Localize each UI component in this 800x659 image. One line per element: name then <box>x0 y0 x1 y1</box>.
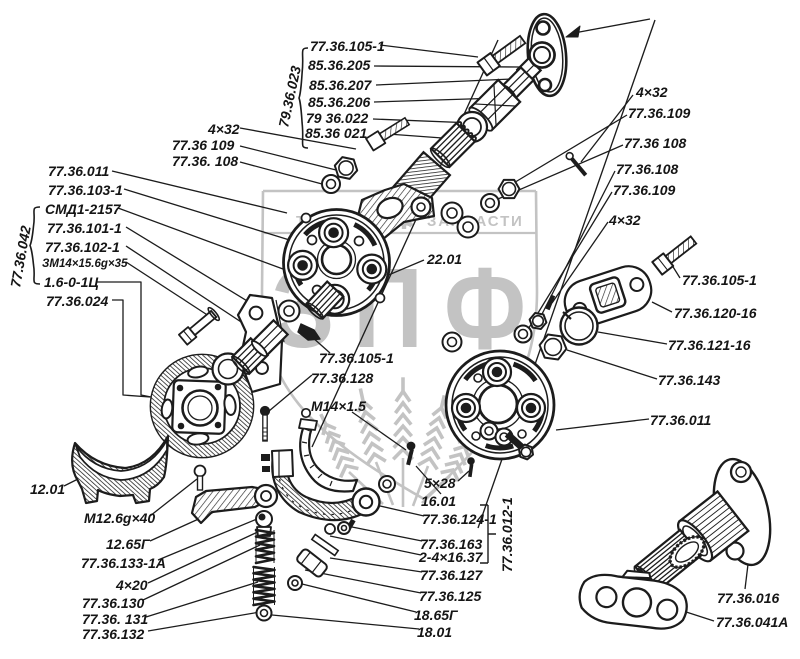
svg-text:77.36. 131: 77.36. 131 <box>82 611 148 627</box>
svg-text:77.36.133-1A: 77.36.133-1A <box>81 555 166 571</box>
svg-text:77.36.105-1: 77.36.105-1 <box>319 350 394 366</box>
svg-text:77.36.109: 77.36.109 <box>613 182 675 198</box>
svg-text:77.36.109: 77.36.109 <box>628 105 690 121</box>
svg-text:85.36.205: 85.36.205 <box>308 57 370 73</box>
svg-text:77.36.011: 77.36.011 <box>48 163 109 179</box>
svg-text:77.36.163: 77.36.163 <box>420 536 482 552</box>
svg-text:18.65Г: 18.65Г <box>414 607 459 623</box>
svg-text:77.36.125: 77.36.125 <box>419 588 481 604</box>
svg-text:77.36.011: 77.36.011 <box>650 412 711 428</box>
svg-text:77.36.130: 77.36.130 <box>82 595 144 611</box>
svg-text:1.6-0-1Ц: 1.6-0-1Ц <box>44 274 99 290</box>
svg-text:77.36.024: 77.36.024 <box>46 293 108 309</box>
svg-text:M14×1.5: M14×1.5 <box>311 398 366 414</box>
svg-text:77.36.108: 77.36.108 <box>616 161 678 177</box>
svg-text:77.36.103-1: 77.36.103-1 <box>48 182 123 198</box>
svg-text:77.36.120-16: 77.36.120-16 <box>674 305 757 321</box>
svg-text:77.36. 108: 77.36. 108 <box>172 153 238 169</box>
svg-text:77.36.016: 77.36.016 <box>717 590 779 606</box>
svg-text:4×20: 4×20 <box>115 577 148 593</box>
svg-text:4×32: 4×32 <box>207 121 240 137</box>
svg-text:77.36.121-16: 77.36.121-16 <box>668 337 751 353</box>
svg-text:4×32: 4×32 <box>635 84 668 100</box>
svg-text:77.36.105-1: 77.36.105-1 <box>682 272 757 288</box>
svg-text:79 36.022: 79 36.022 <box>306 110 368 126</box>
svg-text:77.36.105-1: 77.36.105-1 <box>310 38 385 54</box>
svg-text:77.36.102-1: 77.36.102-1 <box>45 239 120 255</box>
svg-text:СМД1-2157: СМД1-2157 <box>45 201 122 217</box>
svg-text:22.01: 22.01 <box>426 251 462 267</box>
svg-text:12.65Г: 12.65Г <box>106 536 151 552</box>
svg-text:ЗМ14×15.6g×35: ЗМ14×15.6g×35 <box>42 258 128 270</box>
svg-text:77.36.132: 77.36.132 <box>82 626 144 642</box>
svg-text:85.36 021: 85.36 021 <box>305 125 367 141</box>
svg-text:2-4×16.37: 2-4×16.37 <box>418 549 484 565</box>
svg-text:18.01: 18.01 <box>417 624 452 640</box>
svg-text:12.01: 12.01 <box>30 481 65 497</box>
svg-text:77.36.143: 77.36.143 <box>658 372 720 388</box>
svg-text:M12.6g×40: M12.6g×40 <box>84 510 155 526</box>
svg-text:77.36.128: 77.36.128 <box>311 370 373 386</box>
svg-text:77.36.127: 77.36.127 <box>420 567 483 583</box>
svg-text:5×28: 5×28 <box>424 475 456 491</box>
svg-text:4×32: 4×32 <box>608 212 641 228</box>
svg-text:77.36.124-1: 77.36.124-1 <box>422 511 497 527</box>
svg-text:77.36 108: 77.36 108 <box>624 135 686 151</box>
svg-text:77.36.012-1: 77.36.012-1 <box>499 497 515 572</box>
svg-text:77.36.041A: 77.36.041A <box>716 614 788 630</box>
svg-text:16.01: 16.01 <box>421 493 456 509</box>
svg-text:77.36 109: 77.36 109 <box>172 137 234 153</box>
svg-text:77.36.101-1: 77.36.101-1 <box>47 220 122 236</box>
svg-text:85.36.206: 85.36.206 <box>308 94 370 110</box>
svg-text:85.36.207: 85.36.207 <box>309 77 372 93</box>
